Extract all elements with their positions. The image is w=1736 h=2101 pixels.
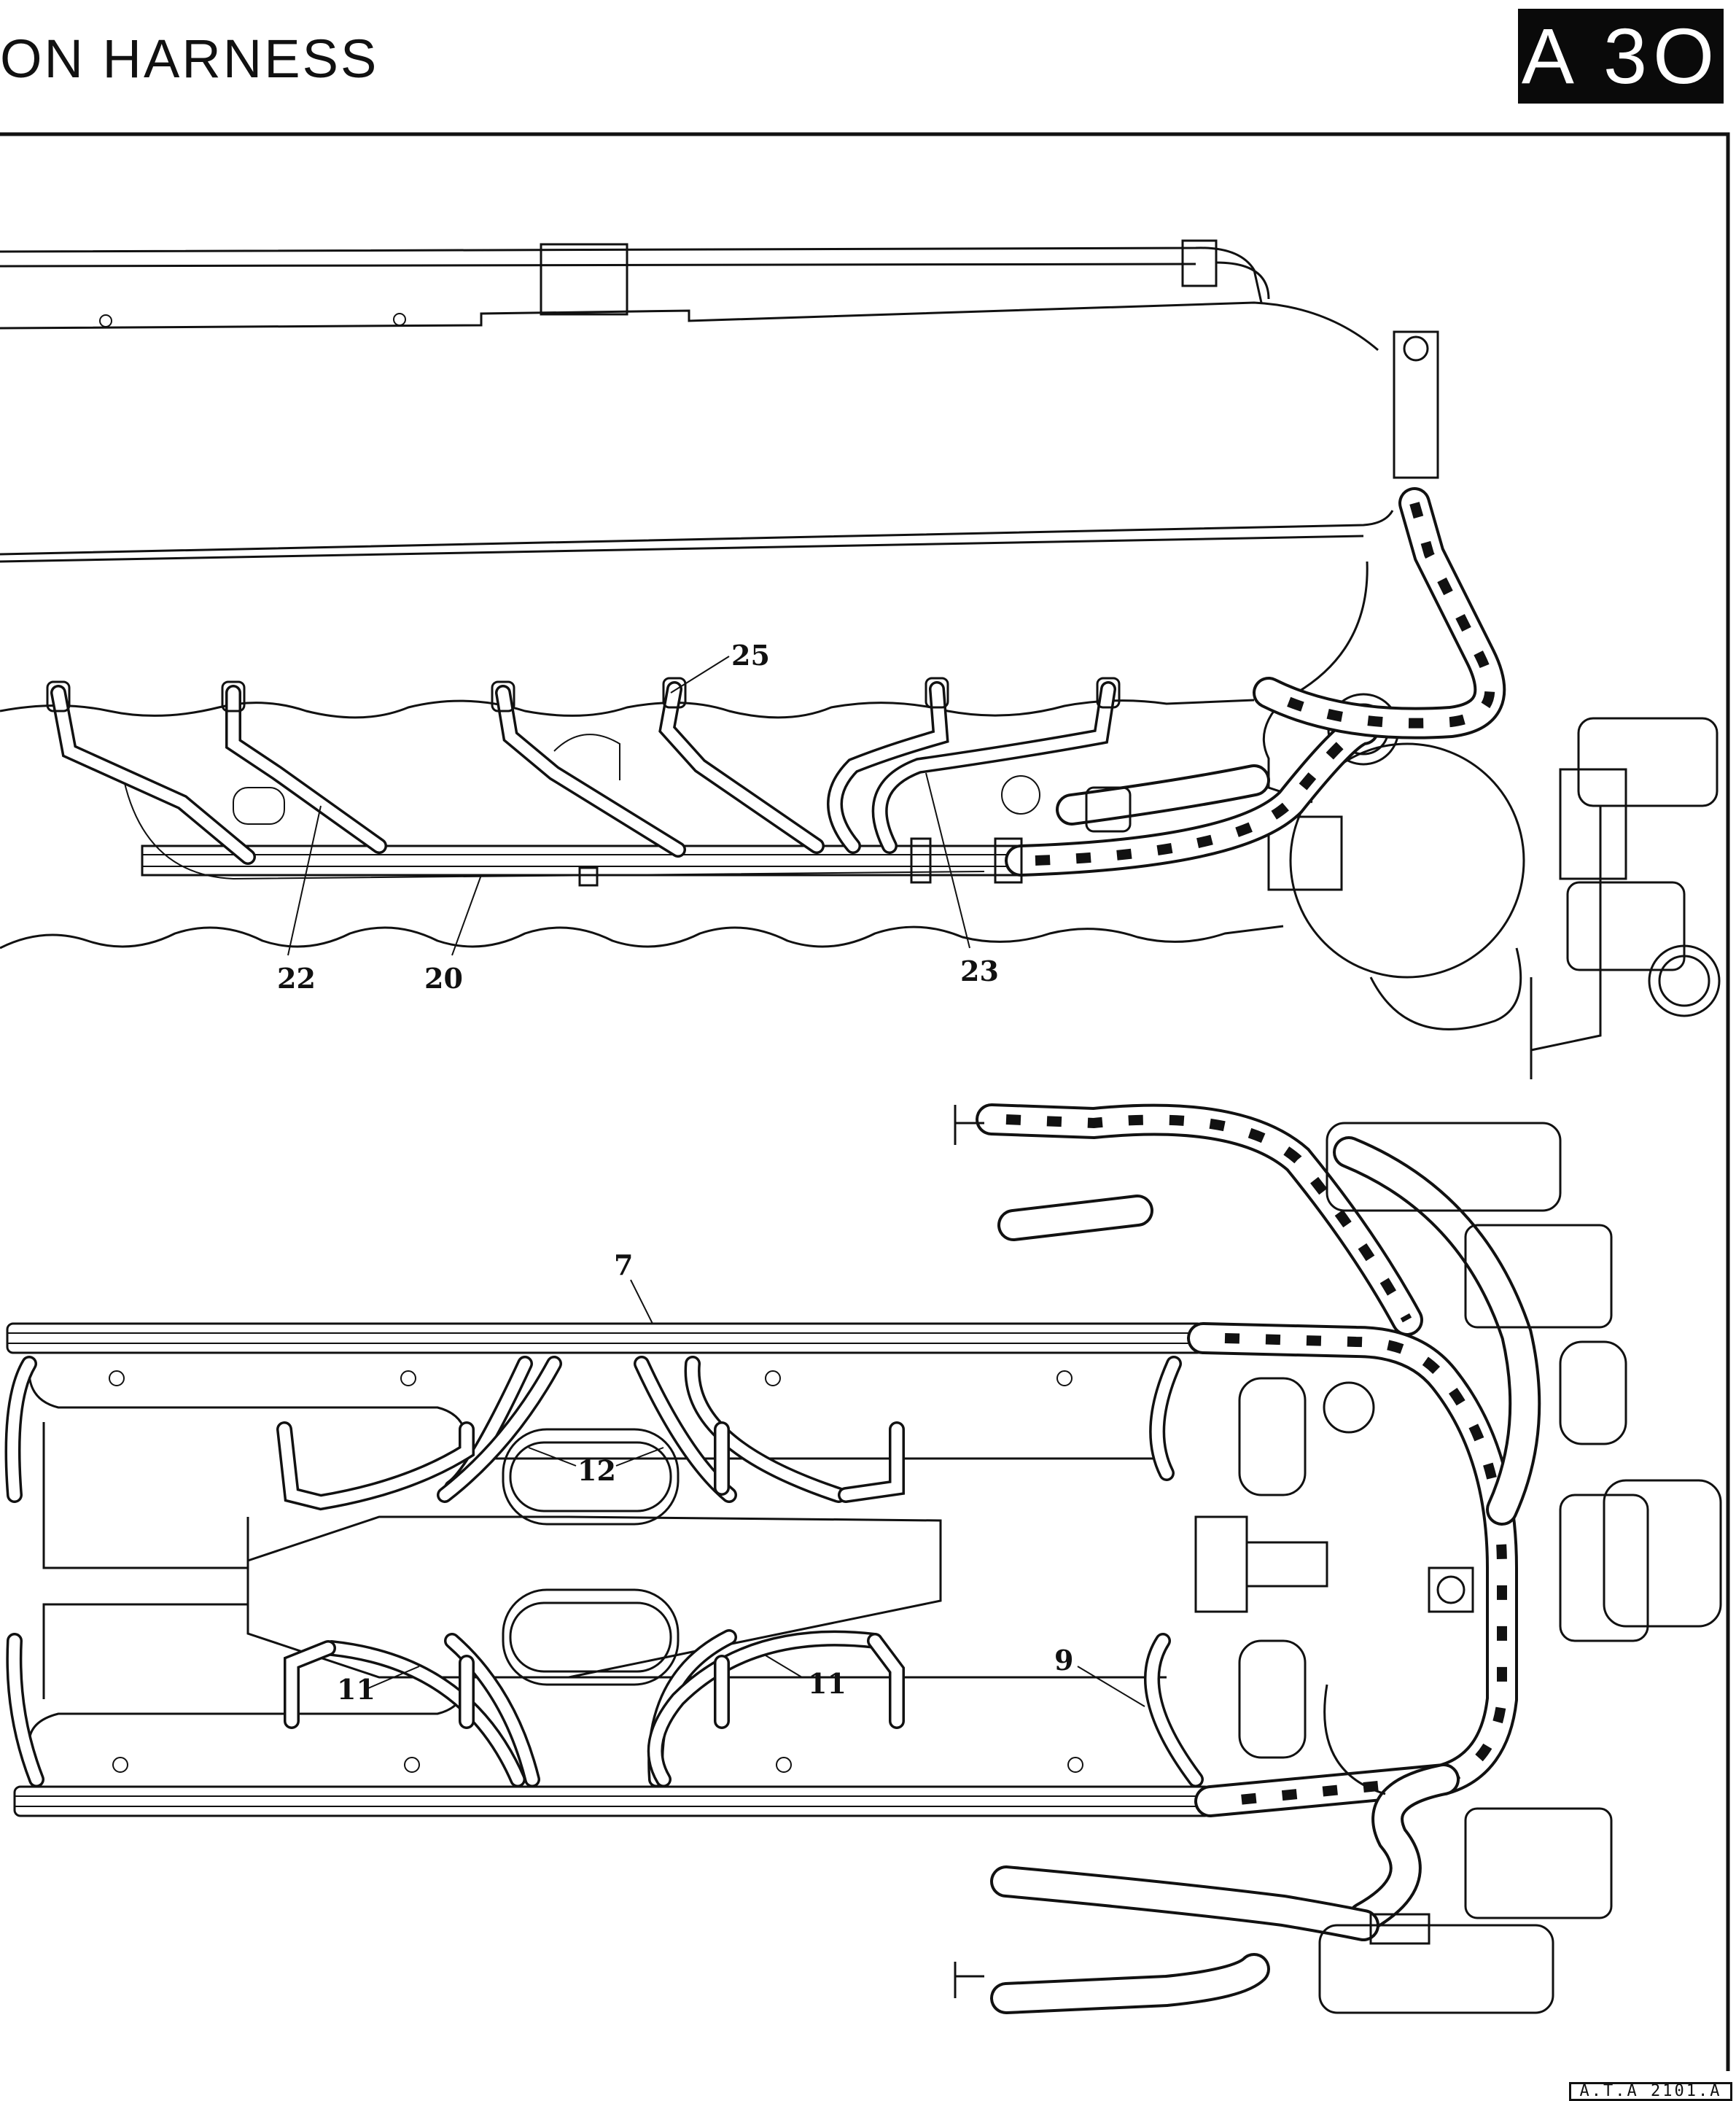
svg-text:9: 9 [1054,1644,1073,1677]
conduit-brackets [109,1370,1083,1773]
svg-text:23: 23 [960,955,999,987]
reference-code: A.T.A 2101.A [1569,2082,1732,2101]
upper-view [0,239,1721,1079]
drawing-frame [0,132,1730,2071]
callout-7: 7 [614,1248,653,1324]
plate-number: A 3O [1521,12,1721,100]
plate-number-badge: A 3O [1518,9,1724,104]
svg-text:11: 11 [808,1667,846,1700]
svg-text:20: 20 [424,962,463,995]
svg-text:25: 25 [731,639,770,672]
callout-22: 22 [277,805,322,995]
upper-plug-leads [46,677,1121,865]
lower-plug-leads [4,1356,1204,1787]
callout-11-right: 11 [765,1655,846,1700]
callout-20: 20 [424,874,482,995]
svg-text:11: 11 [337,1673,375,1706]
svg-text:22: 22 [277,962,316,995]
lower-view [4,1103,1722,2014]
svg-text:7: 7 [614,1248,633,1281]
page-title: ON HARNESS [0,28,379,89]
callout-9: 9 [1054,1644,1145,1707]
callout-12: 12 [528,1447,664,1487]
callout-11-left: 11 [337,1666,420,1706]
callout-23: 23 [925,772,999,987]
callout-25: 25 [670,639,770,694]
svg-text:12: 12 [577,1454,616,1487]
